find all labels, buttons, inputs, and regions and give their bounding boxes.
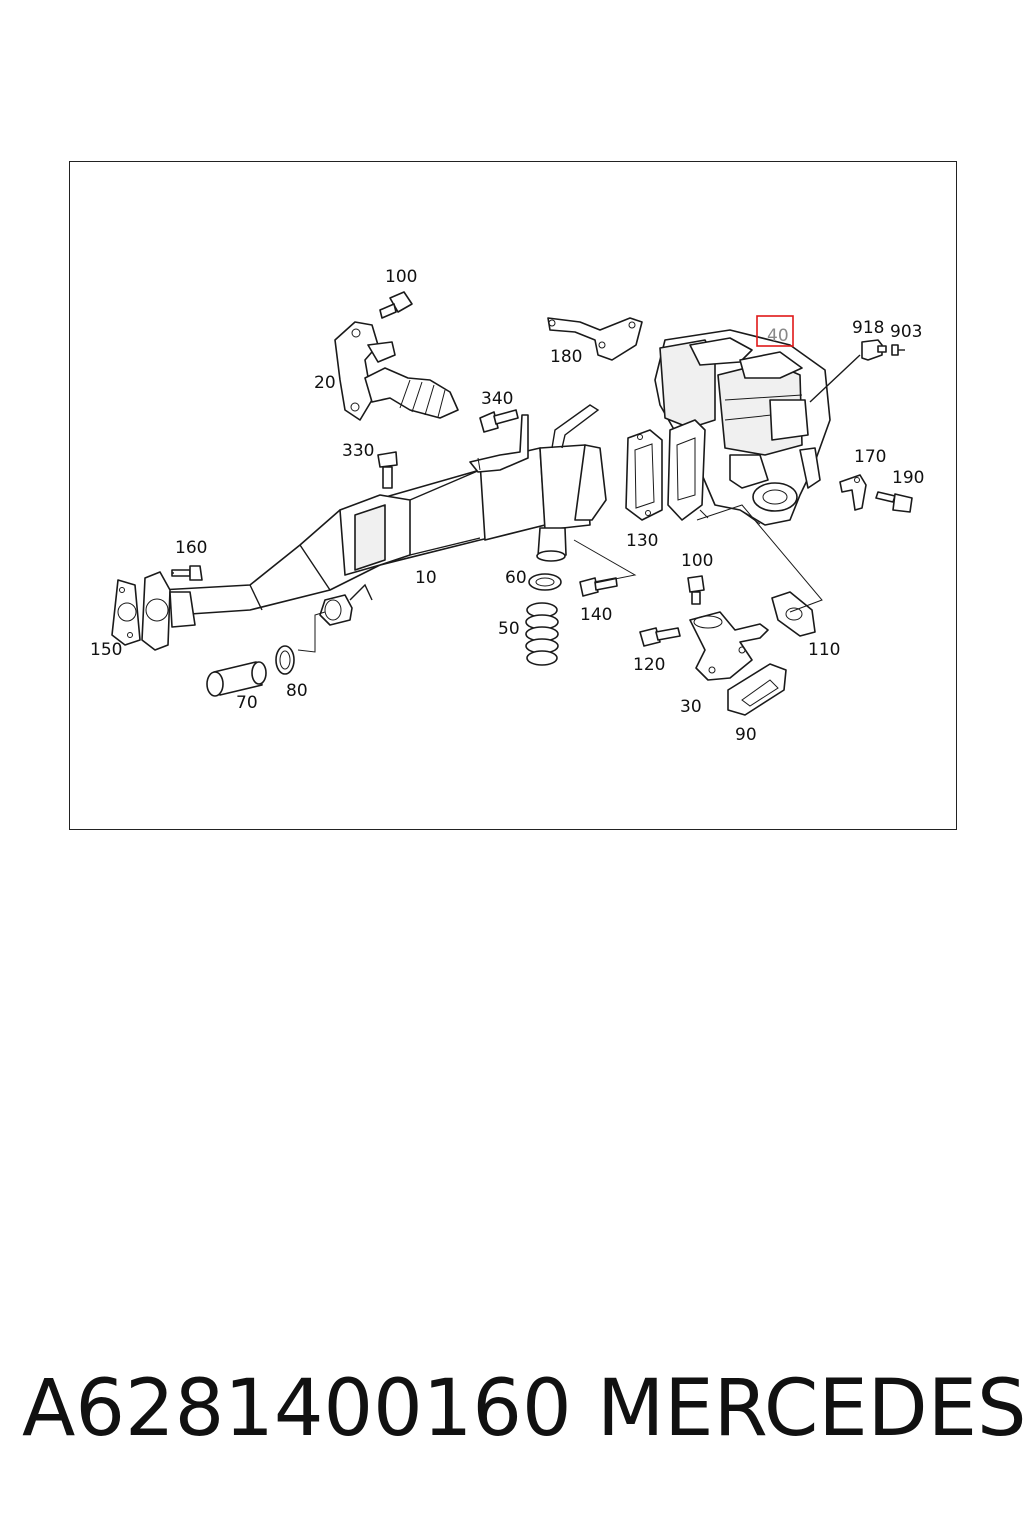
callout-90: 90 bbox=[735, 725, 757, 745]
flex-hose-part-50 bbox=[525, 602, 559, 666]
elbow-part-30 bbox=[689, 611, 769, 681]
callout-120: 120 bbox=[633, 655, 665, 675]
gasket-part-130 bbox=[625, 429, 663, 521]
bolt-part-100-top bbox=[379, 291, 413, 319]
callout-903: 903 bbox=[890, 322, 922, 342]
flange-plate bbox=[667, 419, 706, 521]
callout-40: 40 bbox=[767, 326, 789, 346]
bolt-part-330 bbox=[377, 451, 398, 489]
callout-110: 110 bbox=[808, 640, 840, 660]
callout-140: 140 bbox=[580, 605, 612, 625]
seal-ring-part-80 bbox=[275, 645, 295, 675]
bracket-part-170 bbox=[839, 474, 867, 511]
callout-labels: 100 20 180 40 918 903 340 330 130 170 19… bbox=[90, 267, 924, 745]
diagram-frame bbox=[69, 161, 957, 830]
connector-part-918 bbox=[861, 339, 887, 361]
callout-10: 10 bbox=[415, 568, 437, 588]
gasket-part-90 bbox=[727, 663, 787, 716]
callout-50: 50 bbox=[498, 619, 520, 639]
pin-part-903 bbox=[891, 344, 905, 356]
callout-20: 20 bbox=[314, 373, 336, 393]
bolt-part-340 bbox=[479, 409, 519, 433]
callout-918: 918 bbox=[852, 318, 884, 338]
callout-150: 150 bbox=[90, 640, 122, 660]
callout-100-lower: 100 bbox=[681, 551, 713, 571]
egr-valve-part-40 bbox=[654, 329, 861, 526]
callout-70: 70 bbox=[236, 693, 258, 713]
gasket-part-110 bbox=[771, 591, 816, 637]
callout-330: 330 bbox=[342, 441, 374, 461]
highlight-box bbox=[756, 315, 794, 347]
callout-170: 170 bbox=[854, 447, 886, 467]
bolt-part-140 bbox=[579, 577, 618, 597]
callout-190: 190 bbox=[892, 468, 924, 488]
seal-ring-part-60 bbox=[528, 573, 562, 591]
callout-30: 30 bbox=[680, 697, 702, 717]
callout-60: 60 bbox=[505, 568, 527, 588]
callout-340: 340 bbox=[481, 389, 513, 409]
gasket-part-150 bbox=[111, 579, 141, 646]
bracket-part-180 bbox=[547, 317, 643, 361]
pipe-part-20 bbox=[334, 321, 459, 421]
part-number-caption: A6281400160 bbox=[22, 1364, 572, 1454]
callout-180: 180 bbox=[550, 347, 582, 367]
brand-caption: MERCEDES bbox=[597, 1364, 1024, 1454]
callout-100: 100 bbox=[385, 267, 417, 287]
callout-130: 130 bbox=[626, 531, 658, 551]
callout-80: 80 bbox=[286, 681, 308, 701]
tube-part-70 bbox=[206, 661, 267, 697]
bolt-part-190 bbox=[875, 491, 913, 513]
callout-160: 160 bbox=[175, 538, 207, 558]
leader-lines bbox=[297, 457, 823, 653]
bolt-part-100-lower bbox=[687, 575, 705, 605]
bolt-part-160 bbox=[171, 565, 203, 581]
egr-cooler-part-10 bbox=[141, 404, 607, 651]
bolt-part-120 bbox=[639, 627, 681, 647]
